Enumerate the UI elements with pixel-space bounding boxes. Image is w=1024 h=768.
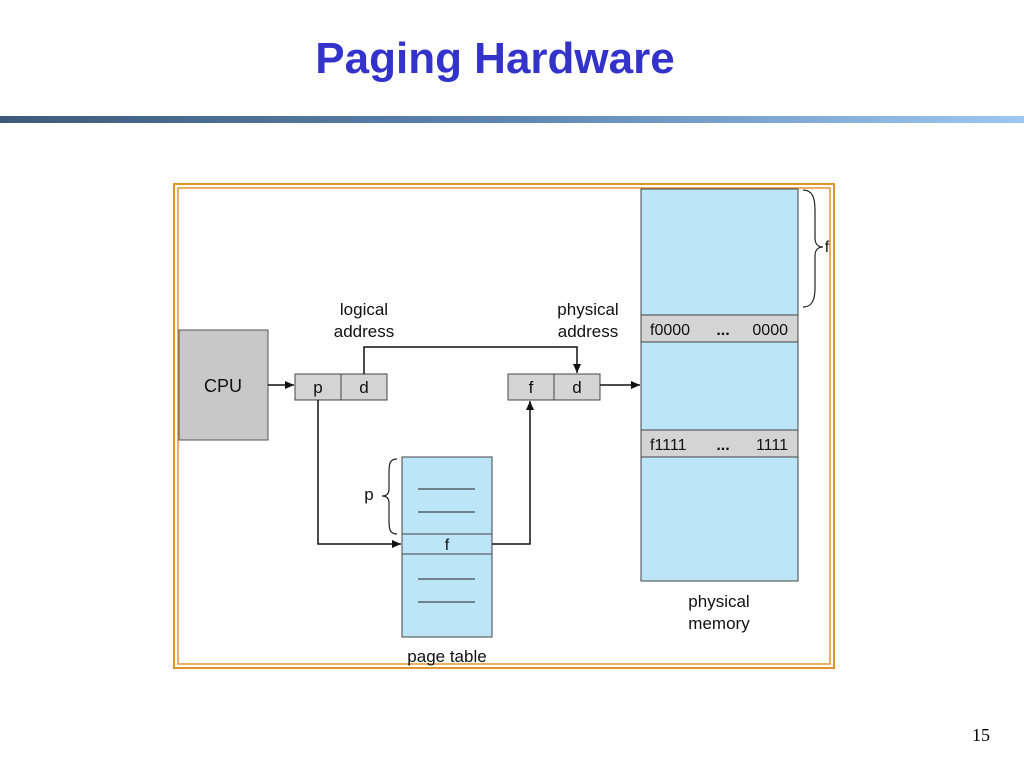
title-divider bbox=[0, 116, 1024, 123]
slide-title: Paging Hardware bbox=[315, 34, 675, 83]
physical-memory-brace-label: f bbox=[825, 239, 830, 256]
cpu-label: CPU bbox=[204, 376, 242, 396]
physical-memory-label-line2: memory bbox=[688, 614, 750, 633]
page-table-entry-f: f bbox=[445, 537, 450, 554]
page-table-brace-icon bbox=[381, 458, 398, 535]
physical-memory bbox=[640, 188, 799, 582]
logical-address-label-line1: logical bbox=[340, 300, 388, 319]
logical-address-label-line2: address bbox=[334, 322, 394, 341]
physical-address-label-line1: physical bbox=[557, 300, 618, 319]
diagram-frame-outer bbox=[173, 183, 835, 669]
frame-number-arrow bbox=[492, 401, 534, 545]
physical-field-d: d bbox=[572, 378, 581, 397]
logical-field-d: d bbox=[359, 378, 368, 397]
memory-frame-start-left: f0000 bbox=[650, 322, 690, 339]
memory-frame-end-right: 1111 bbox=[756, 437, 788, 454]
memory-frame-end-dots: ... bbox=[716, 437, 729, 454]
memory-frame-start-right: 0000 bbox=[752, 322, 788, 339]
page-number: 15 bbox=[972, 725, 990, 745]
page-table-brace-label: p bbox=[364, 485, 373, 504]
physical-memory-brace-icon bbox=[802, 189, 824, 308]
memory-frame-end-left: f1111 bbox=[650, 437, 687, 454]
page-table-label: page table bbox=[407, 647, 486, 666]
physical-address-label-line2: address bbox=[558, 322, 618, 341]
physical-memory-label-line1: physical bbox=[688, 592, 749, 611]
page-number-lookup-arrow bbox=[317, 400, 401, 548]
offset-copy-arrow bbox=[363, 346, 581, 374]
physical-field-f: f bbox=[529, 378, 534, 397]
logical-field-p: p bbox=[313, 378, 322, 397]
memory-frame-start bbox=[640, 314, 799, 343]
memory-frame-end bbox=[640, 429, 799, 458]
memory-frame-start-dots: ... bbox=[716, 322, 729, 339]
